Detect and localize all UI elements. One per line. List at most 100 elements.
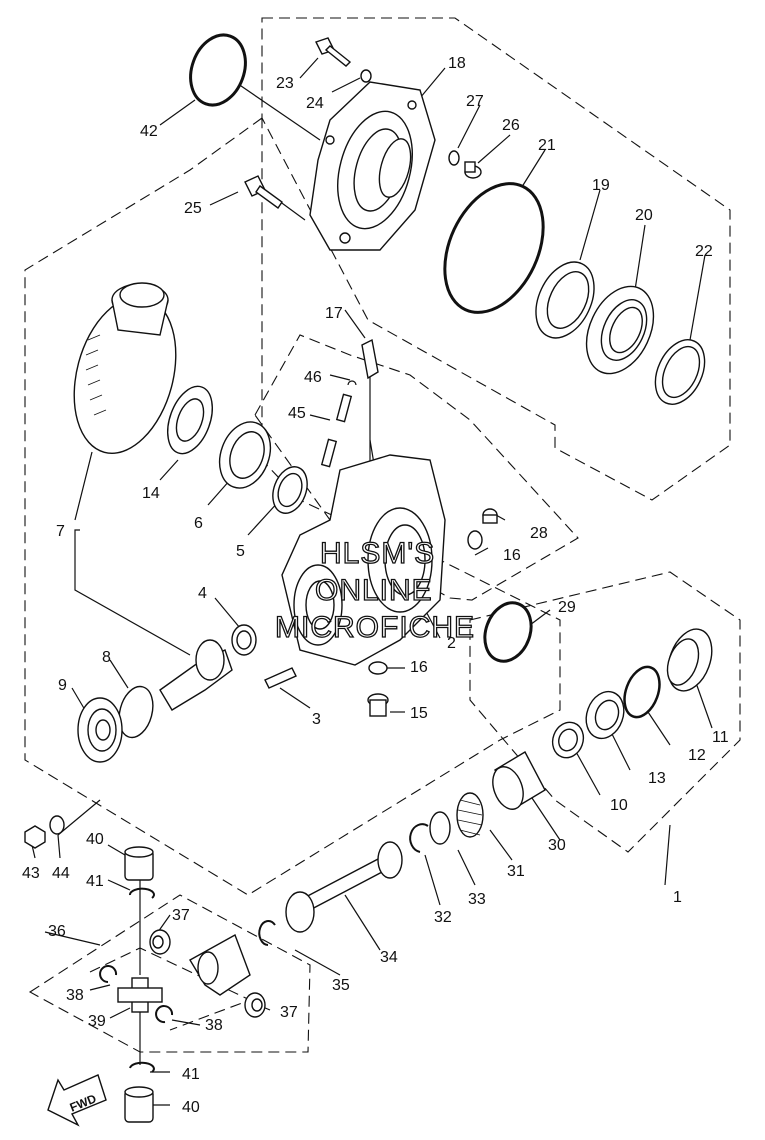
callout-40a: 40: [86, 831, 104, 848]
callout-31: 31: [507, 863, 525, 880]
watermark-line-1: HLSM'S: [320, 537, 435, 570]
watermark: HLSM'S ONLINE MICROFICHE: [274, 536, 474, 644]
callout-30: 30: [548, 837, 566, 854]
part-16-washer-lower: [368, 661, 388, 675]
callout-41b: 41: [182, 1066, 200, 1083]
part-6-bearing: [218, 421, 272, 489]
part-45-pin-lower: [320, 438, 338, 468]
callout-19: 19: [592, 177, 610, 194]
boundary-main-group: [24, 117, 561, 896]
callout-12: 12: [688, 747, 706, 764]
part-26-screw: [464, 161, 482, 179]
parts: FWD: [24, 33, 713, 1127]
callout-2: 2: [447, 635, 456, 652]
part-28-plug: [482, 508, 498, 524]
part-45-pin: [335, 393, 353, 423]
callout-24: 24: [306, 95, 324, 112]
callout-34: 34: [380, 949, 398, 966]
part-31-spring: [456, 792, 484, 838]
part-17-breather: [361, 338, 379, 380]
callout-41a: 41: [86, 873, 104, 890]
part-9-ball-bearing: [77, 697, 123, 763]
part-32-circlip: [409, 823, 429, 853]
part-24-washer: [360, 69, 372, 83]
callout-36: 36: [48, 923, 66, 940]
callout-18: 18: [448, 55, 466, 72]
callout-32: 32: [434, 909, 452, 926]
part-yoke: [189, 933, 251, 996]
part-43-nut: [24, 825, 46, 849]
callout-44: 44: [52, 865, 70, 882]
part-10-collar: [551, 721, 585, 759]
part-15-drain-plug: [367, 693, 389, 717]
part-13-oil-seal: [585, 690, 625, 740]
callout-15: 15: [410, 705, 428, 722]
callout-38b: 38: [205, 1017, 223, 1034]
part-39-spider: [117, 977, 163, 1013]
callout-27: 27: [466, 93, 484, 110]
part-11-ring-nut: [666, 628, 713, 692]
part-44-washer: [49, 815, 65, 835]
boundary-pinion-group: [469, 571, 741, 853]
part-46-clip: [347, 380, 357, 386]
boundary-joint-group: [28, 894, 311, 1053]
part-42-o-ring: [189, 33, 247, 107]
part-19-oil-seal: [535, 261, 595, 339]
callout-37b: 37: [280, 1004, 298, 1021]
part-25-bolt: [244, 175, 283, 209]
watermark-line-2: ONLINE: [315, 574, 433, 607]
callout-9: 9: [58, 677, 67, 694]
part-20-bearing: [585, 285, 655, 375]
callout-1: 1: [673, 889, 682, 906]
callout-labels: 1 2 3 4 5 6 7 8 9 10 11 12 13 14 15 16 1…: [22, 55, 729, 1116]
part-21-o-ring: [443, 182, 545, 314]
callout-40b: 40: [182, 1099, 200, 1116]
part-34-drive-shaft: [285, 841, 403, 933]
part-29-o-ring: [483, 601, 533, 663]
callout-14: 14: [142, 485, 160, 502]
callout-33: 33: [468, 891, 486, 908]
part-40-bearing-upper: [124, 846, 154, 881]
boundary-yoke-sub: [89, 947, 252, 1031]
callout-4: 4: [198, 585, 207, 602]
callout-11: 11: [712, 729, 729, 746]
part-37-bearing-upper: [149, 929, 171, 955]
callout-39: 39: [88, 1013, 106, 1030]
callout-21: 21: [538, 137, 556, 154]
callout-23: 23: [276, 75, 294, 92]
part-33-washer: [429, 811, 451, 845]
part-8-shim: [118, 685, 154, 739]
callout-8: 8: [102, 649, 111, 666]
callout-45: 45: [288, 405, 306, 422]
part-35-circlip: [258, 920, 276, 946]
part-7-ring-gear: [73, 282, 177, 454]
part-40-bearing-lower: [124, 1086, 154, 1123]
callout-22: 22: [695, 243, 713, 260]
boundary-cover-group: [261, 17, 731, 501]
callout-7: 7: [56, 523, 65, 540]
part-2-gear-housing: [281, 454, 446, 666]
callout-42: 42: [140, 123, 158, 140]
callout-13: 13: [648, 770, 666, 787]
callout-37a: 37: [172, 907, 190, 924]
part-4-needle-bearing: [231, 624, 257, 656]
callout-3: 3: [312, 711, 321, 728]
callout-29: 29: [558, 599, 576, 616]
part-16-washer-upper: [467, 530, 483, 550]
part-14-lock-plate: [167, 385, 213, 455]
callout-43: 43: [22, 865, 40, 882]
fwd-arrow: FWD: [47, 1074, 107, 1127]
callout-26: 26: [502, 117, 520, 134]
part-38-circlip-left: [99, 965, 118, 983]
part-5-shim: [272, 466, 308, 514]
callout-25: 25: [184, 200, 202, 217]
part-pinion-gear: [159, 639, 233, 711]
callout-16a: 16: [503, 547, 521, 564]
callout-5: 5: [236, 543, 245, 560]
part-41-circlip-lower: [129, 1061, 155, 1073]
part-30-coupling: [492, 751, 546, 810]
part-18-cover: [309, 81, 436, 251]
part-38-circlip-right: [155, 1005, 174, 1024]
part-23-bolt: [315, 37, 352, 67]
